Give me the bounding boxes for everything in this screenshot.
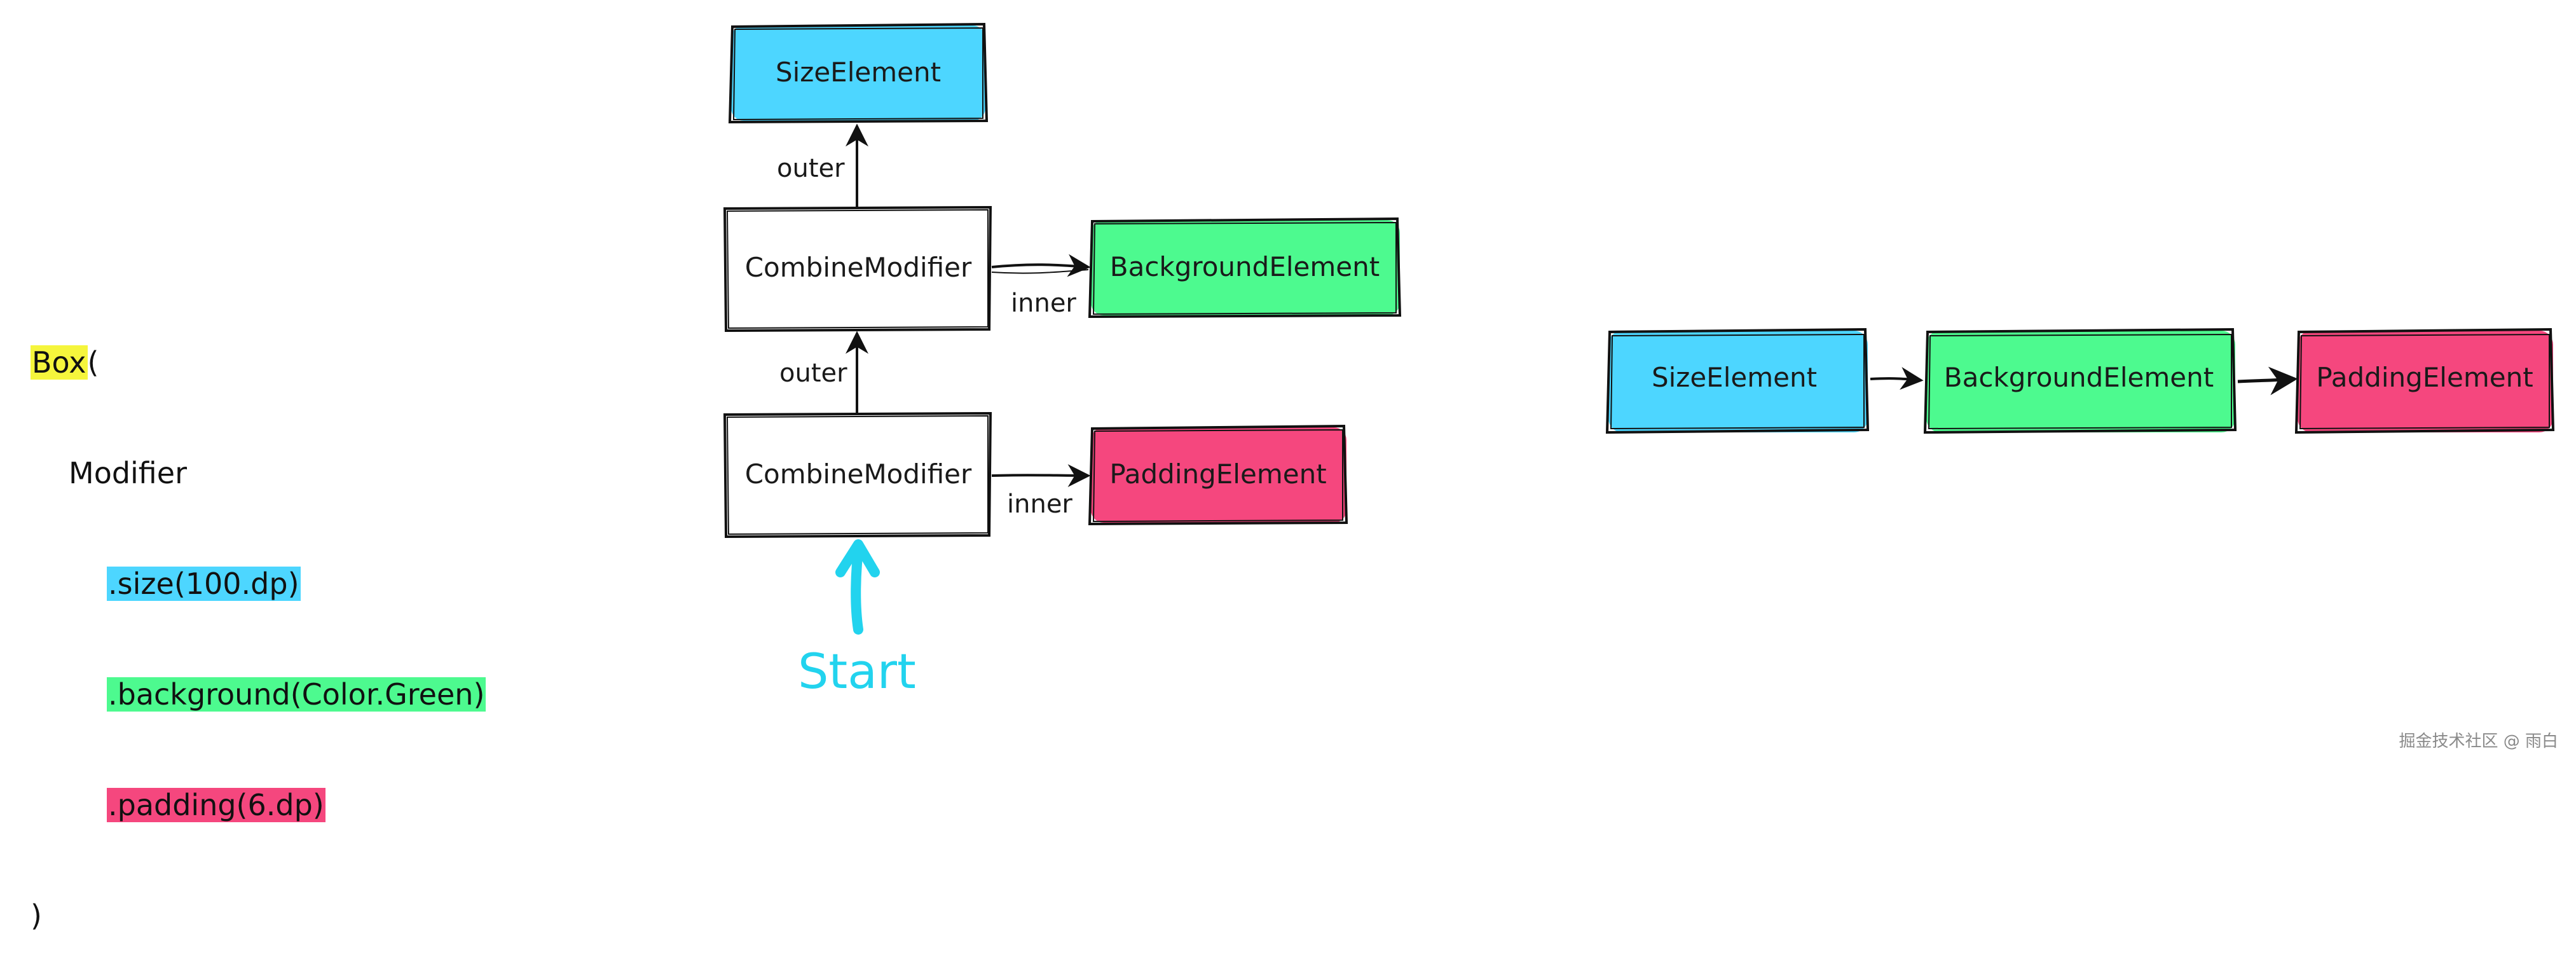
right-padding-element: PaddingElement bbox=[2294, 327, 2555, 434]
right-padding-element-label: PaddingElement bbox=[2316, 362, 2533, 393]
arrow-combine-top-to-background bbox=[991, 254, 1091, 277]
start-arrow bbox=[851, 546, 863, 635]
code-open-paren: ( bbox=[87, 345, 99, 380]
diagram-canvas: SizeElement outer CombineModifier inner … bbox=[723, 22, 2555, 699]
watermark: 掘金技术社区 @ 雨白 bbox=[2399, 732, 2558, 751]
arrow-size-to-background bbox=[1870, 367, 1924, 390]
edge-outer-top: outer bbox=[777, 154, 845, 183]
left-background-element-label: BackgroundElement bbox=[1110, 251, 1380, 282]
left-background-element: BackgroundElement bbox=[1088, 217, 1402, 319]
code-line-5: .padding(6.dp) bbox=[31, 787, 486, 823]
edge-outer-bottom: outer bbox=[779, 359, 847, 388]
code-background-call: .background(Color.Green) bbox=[107, 677, 486, 712]
arrow-combine-bottom-to-padding bbox=[991, 464, 1091, 487]
edge-inner-bottom: inner bbox=[1007, 490, 1072, 519]
right-size-element: SizeElement bbox=[1605, 327, 1870, 434]
right-background-element-label: BackgroundElement bbox=[1944, 362, 2214, 393]
left-combine-bottom: CombineModifier bbox=[723, 411, 992, 539]
arrow-background-to-padding bbox=[2237, 366, 2298, 396]
code-close-paren: ) bbox=[31, 899, 42, 933]
code-line-3: .size(100.dp) bbox=[31, 565, 486, 602]
code-line-2: Modifier bbox=[31, 455, 486, 492]
left-size-element: SizeElement bbox=[728, 22, 989, 124]
left-size-element-label: SizeElement bbox=[776, 57, 941, 88]
code-line-6: ) bbox=[31, 897, 486, 934]
right-background-element: BackgroundElement bbox=[1923, 327, 2237, 434]
edge-inner-top: inner bbox=[1011, 289, 1076, 318]
code-box-keyword: Box bbox=[31, 345, 88, 380]
start-label: Start bbox=[798, 643, 916, 699]
left-combine-top-label: CombineModifier bbox=[745, 252, 972, 283]
right-size-element-label: SizeElement bbox=[1652, 362, 1817, 393]
code-padding-call: .padding(6.dp) bbox=[107, 788, 325, 822]
left-padding-element-label: PaddingElement bbox=[1109, 458, 1326, 490]
code-modifier: Modifier bbox=[69, 456, 187, 490]
code-line-1: Box( bbox=[31, 344, 486, 381]
code-line-4: .background(Color.Green) bbox=[31, 676, 486, 713]
code-size-call: .size(100.dp) bbox=[107, 567, 301, 601]
left-combine-top: CombineModifier bbox=[723, 205, 992, 333]
left-combine-bottom-label: CombineModifier bbox=[745, 458, 972, 490]
left-padding-element: PaddingElement bbox=[1088, 424, 1348, 526]
